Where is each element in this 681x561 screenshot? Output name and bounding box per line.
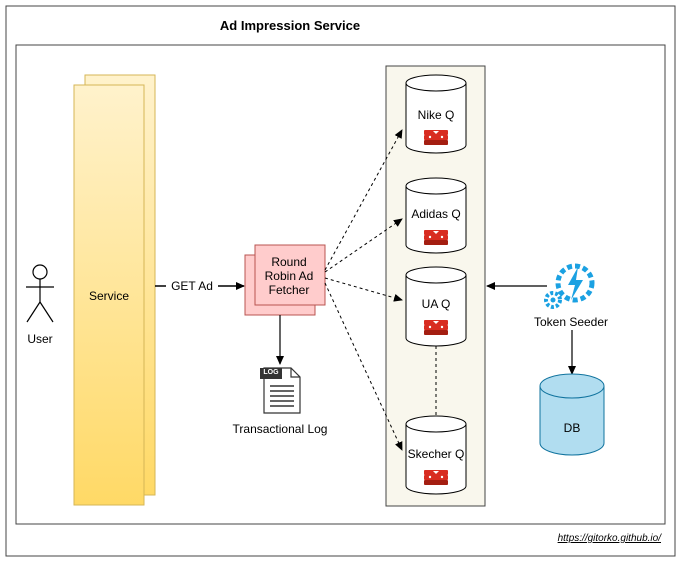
db-cylinder[interactable] [539,373,605,456]
fetcher-label-line2: Robin Ad [264,269,314,283]
user-label: User [27,332,53,346]
fetcher-label-line1: Round [271,255,307,269]
footer-link[interactable]: https://gitorko.github.io/ [557,533,661,544]
log-document-icon [260,367,301,414]
user-actor-icon [26,264,54,323]
queue-adidas[interactable] [405,177,467,254]
diagram-title: Ad Impression Service [219,18,361,33]
redis-icon [424,130,448,145]
token-seeder-label: Token Seeder [533,315,609,329]
log-badge: LOG [263,369,279,376]
transactional-log-label: Transactional Log [232,422,328,436]
queue-nike[interactable] [405,74,467,154]
queue-ua[interactable] [405,266,467,347]
service-box[interactable] [73,84,145,506]
redis-icon [424,230,448,245]
queue-skecher[interactable] [405,415,467,495]
edge-to-ua-q [324,277,403,302]
service-label: Service [88,289,129,303]
skecher-q-label: Skecher Q [407,447,465,461]
db-label: DB [563,421,581,435]
token-seeder-icon[interactable] [544,263,595,309]
fetcher-to-queue-edges [324,129,403,451]
edge-to-skecher-q [324,282,403,451]
redis-icon [424,320,448,335]
fetcher-label-line3: Fetcher [268,283,310,297]
fetcher-label: Round Robin Ad Fetcher [258,255,320,297]
edge-to-nike-q [324,129,403,271]
adidas-q-label: Adidas Q [411,207,461,221]
redis-icon [424,470,448,485]
nike-q-label: Nike Q [417,108,455,122]
ua-q-label: UA Q [421,297,451,311]
fetcher-box[interactable] [254,244,326,306]
get-ad-label: GET Ad [166,279,218,293]
